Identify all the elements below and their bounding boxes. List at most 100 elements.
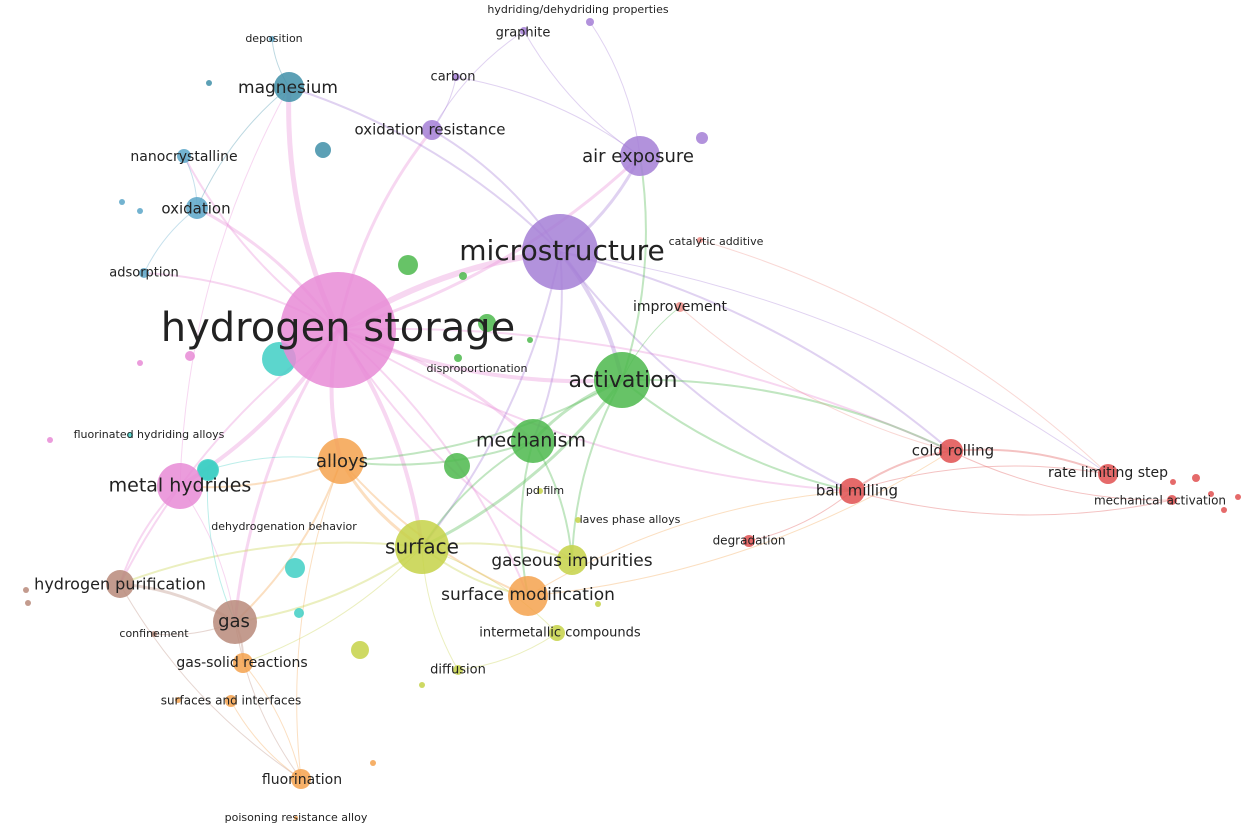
label-graphite: graphite: [496, 26, 551, 41]
unlabeled-node-3: [527, 337, 533, 343]
node-hydrogen-storage: [280, 272, 396, 388]
label-gas-solid: gas-solid reactions: [176, 655, 307, 671]
node-gas-solid: [233, 653, 253, 673]
edge-magnesium-oxidation: [196, 86, 290, 209]
label-diffusion: diffusion: [430, 663, 486, 678]
edge-ball_milling-mechanical_activation: [851, 490, 1173, 516]
node-intermetallic: [549, 625, 565, 641]
node-surfaces-interfaces: [225, 695, 237, 707]
unlabeled-node-0: [398, 255, 418, 275]
edge-activation-gaseous_impurities: [571, 379, 623, 561]
label-rate-limiting: rate limiting step: [1048, 465, 1168, 481]
edge-microstructure-rate_limiting: [559, 251, 1109, 475]
label-surface: surface: [385, 535, 459, 559]
label-confinement: confinement: [119, 627, 189, 640]
edge-mechanism-surface_modification: [520, 440, 534, 597]
edge-microstructure-surface: [421, 251, 561, 548]
edge-intermetallic-diffusion: [457, 632, 558, 671]
edge-activation-air_exposure: [621, 155, 647, 381]
label-mechanical-activation: mechanical activation: [1094, 494, 1226, 508]
edge-alloys-gas: [234, 460, 342, 623]
node-gas: [213, 600, 257, 644]
node-oxidation-resistance: [422, 120, 442, 140]
node-hydriding-props: [586, 18, 594, 26]
label-nanocrystalline: nanocrystalline: [130, 149, 237, 165]
label-catalytic-additive: catalytic additive: [669, 235, 764, 248]
node-dehydrogenation: [198, 460, 218, 480]
edge-activation-ball_milling: [621, 379, 853, 492]
label-deposition: deposition: [245, 32, 302, 45]
unlabeled-node-28: [1170, 479, 1176, 485]
label-laves: laves phase alloys: [580, 513, 681, 526]
label-hydriding-props: hydriding/dehydriding properties: [487, 3, 668, 16]
node-cold-rolling: [939, 439, 963, 463]
edge-hydrogen_purification-fluorination: [119, 583, 302, 780]
label-intermetallic: intermetallic compounds: [479, 626, 641, 641]
unlabeled-node-21: [175, 697, 181, 703]
label-gas: gas: [218, 611, 250, 632]
unlabeled-node-16: [696, 132, 708, 144]
label-gaseous-impurities: gaseous impurities: [491, 551, 652, 571]
label-fluorination: fluorination: [262, 772, 342, 788]
node-laves: [575, 517, 581, 523]
edge-gas_solid-fluorination: [242, 662, 302, 780]
node-degradation: [743, 535, 755, 547]
unlabeled-node-18: [419, 682, 425, 688]
unlabeled-node-23: [25, 600, 31, 606]
unlabeled-node-7: [119, 199, 125, 205]
label-ball-milling: ball milling: [816, 482, 898, 500]
edge-surfaces_interfaces-fluorination: [230, 700, 302, 780]
node-fluorination: [291, 769, 311, 789]
node-microstructure: [522, 214, 598, 290]
edge-cold_rolling-mechanical_activation: [950, 450, 1173, 501]
node-nanocrystalline: [177, 149, 191, 163]
edge-hydrogen_storage-cold_rolling: [337, 327, 952, 452]
node-mechanical-activation: [1167, 495, 1177, 505]
node-rate-limiting: [1098, 464, 1118, 484]
unlabeled-node-13: [137, 360, 143, 366]
node-pd-film: [537, 488, 543, 494]
unlabeled-node-15: [47, 437, 53, 443]
edge-metal_hydrides-magnesium: [179, 86, 290, 487]
label-activation: activation: [569, 368, 678, 393]
unlabeled-node-25: [1208, 491, 1214, 497]
node-deposition: [269, 36, 275, 42]
label-carbon: carbon: [431, 70, 476, 85]
node-gaseous-impurities: [557, 545, 587, 575]
unlabeled-node-12: [294, 608, 304, 618]
node-confinement: [151, 631, 157, 637]
edge-hydrogen_storage-ball_milling: [337, 329, 853, 492]
edge-microstructure-cold_rolling: [559, 251, 952, 452]
node-surface: [395, 520, 449, 574]
edge-oxidation-adsorption: [143, 207, 198, 274]
label-oxidation-resistance: oxidation resistance: [355, 121, 506, 139]
label-surfaces-interfaces: surfaces and interfaces: [161, 694, 302, 708]
node-graphite: [520, 27, 528, 35]
node-activation: [594, 352, 650, 408]
node-catalytic-additive: [697, 237, 703, 243]
unlabeled-node-5: [315, 142, 331, 158]
node-metal-hydrides: [157, 463, 203, 509]
label-surface-modification: surface modification: [441, 585, 615, 605]
unlabeled-node-24: [1192, 474, 1200, 482]
unlabeled-node-1: [459, 272, 467, 280]
unlabeled-node-27: [1235, 494, 1241, 500]
edge-oxidation_resistance-graphite: [431, 30, 525, 131]
edge-improvement-cold_rolling: [679, 306, 952, 452]
unlabeled-node-26: [1221, 507, 1227, 513]
edge-air_exposure-graphite: [523, 30, 641, 157]
node-carbon: [452, 73, 460, 81]
node-hydrogen-purification: [106, 570, 134, 598]
network-labels: hydrogen storagemicrostructureactivation…: [34, 3, 1226, 824]
node-fluorinated: [127, 432, 133, 438]
unlabeled-node-11: [285, 558, 305, 578]
unlabeled-node-22: [23, 587, 29, 593]
edge-activation-cold_rolling: [621, 378, 952, 452]
unlabeled-node-19: [595, 601, 601, 607]
label-improvement: improvement: [633, 299, 727, 315]
node-magnesium: [274, 72, 304, 102]
node-adsorption: [139, 268, 149, 278]
label-cold-rolling: cold rolling: [912, 442, 994, 460]
unlabeled-node-14: [185, 351, 195, 361]
